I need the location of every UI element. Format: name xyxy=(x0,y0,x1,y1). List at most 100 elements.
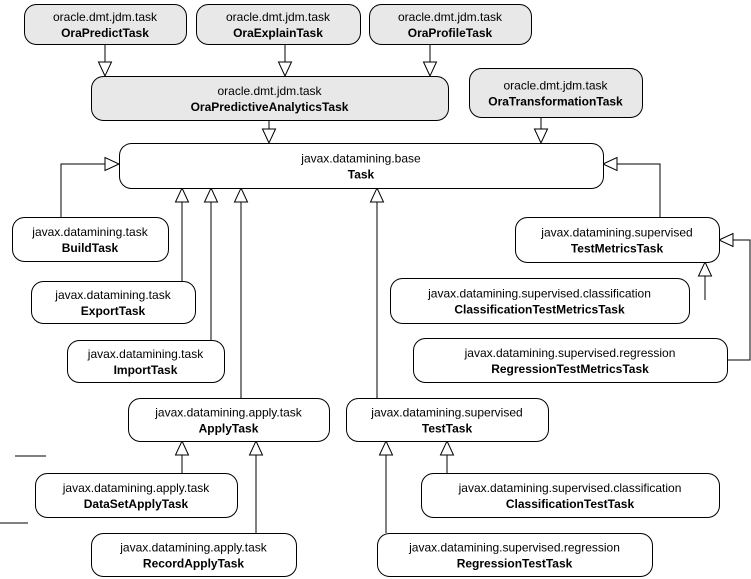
inheritance-edge xyxy=(248,439,264,533)
inheritance-edge xyxy=(378,439,394,533)
inheritance-edge xyxy=(261,120,277,145)
generalization-arrowhead xyxy=(248,439,264,456)
class-name-label: OraPredictiveAnalyticsTask xyxy=(191,100,349,114)
class-box xyxy=(24,4,187,45)
class-name-label: ExportTask xyxy=(81,304,146,318)
inheritance-edge xyxy=(174,186,190,281)
generalization-arrowhead xyxy=(277,61,293,78)
package-label: javax.datamining.apply.task xyxy=(154,406,303,420)
edge-line xyxy=(603,163,661,217)
class-name-label: RegressionTestTask xyxy=(457,557,573,571)
class-box xyxy=(421,473,720,518)
generalization-arrowhead xyxy=(439,439,455,456)
class-name-label: OraProfileTask xyxy=(408,26,493,40)
package-label: oracle.dmt.jdm.task xyxy=(398,10,503,24)
class-nodes: oracle.dmt.jdm.taskOraPredictTaskoracle.… xyxy=(12,4,728,577)
package-label: javax.datamining.task xyxy=(54,288,171,302)
class-node: javax.datamining.supervisedTestMetricsTa… xyxy=(515,217,720,263)
package-label: oracle.dmt.jdm.task xyxy=(53,10,158,24)
package-label: javax.datamining.supervised.regression xyxy=(408,541,620,555)
class-name-label: OraTransformationTask xyxy=(488,95,623,109)
class-name-label: OraPredictTask xyxy=(61,26,149,40)
class-name-label: BuildTask xyxy=(62,241,119,255)
package-label: javax.datamining.apply.task xyxy=(119,541,268,555)
class-box xyxy=(196,4,361,45)
class-name-label: TestMetricsTask xyxy=(571,242,664,256)
inheritance-edge xyxy=(233,186,249,398)
class-box xyxy=(413,338,728,383)
class-node: javax.datamining.apply.taskRecordApplyTa… xyxy=(91,533,297,577)
generalization-arrowhead xyxy=(97,61,113,78)
edge-line xyxy=(60,163,119,217)
generalization-arrowhead xyxy=(369,186,385,203)
edge-line xyxy=(719,239,751,361)
package-label: javax.datamining.supervised.classificati… xyxy=(458,481,682,495)
inheritance-edge xyxy=(97,44,113,78)
class-box xyxy=(119,143,604,189)
class-name-label: ClassificationTestTask xyxy=(506,497,635,511)
class-name-label: OraExplainTask xyxy=(233,26,323,40)
generalization-arrowhead xyxy=(717,232,734,248)
generalization-arrowhead xyxy=(697,260,713,277)
class-node: javax.datamining.supervised.regressionRe… xyxy=(377,533,653,577)
class-box xyxy=(128,398,330,442)
package-label: javax.datamining.supervised.regression xyxy=(464,346,676,360)
inheritance-edge xyxy=(717,232,751,361)
generalization-arrowhead xyxy=(261,128,277,145)
class-box xyxy=(515,217,720,263)
class-node: oracle.dmt.jdm.taskOraPredictiveAnalytic… xyxy=(91,76,449,121)
generalization-arrowhead xyxy=(378,439,394,456)
inheritance-edge xyxy=(277,44,293,78)
class-node: javax.datamining.supervised.classificati… xyxy=(390,278,690,324)
class-node: javax.datamining.supervised.classificati… xyxy=(421,473,720,518)
class-name-label: RegressionTestMetricsTask xyxy=(491,362,649,376)
package-label: javax.datamining.task xyxy=(87,347,204,361)
class-box xyxy=(91,533,297,577)
inheritance-edge xyxy=(369,186,385,398)
stray-marks xyxy=(0,455,46,524)
inheritance-edge xyxy=(422,44,438,78)
class-name-label: ClassificationTestMetricsTask xyxy=(454,303,625,317)
package-label: javax.datamining.supervised xyxy=(540,226,692,240)
class-box xyxy=(67,340,225,383)
class-box xyxy=(369,4,532,45)
inheritance-edge xyxy=(439,439,455,473)
class-name-label: ImportTask xyxy=(114,363,178,377)
generalization-arrowhead xyxy=(422,61,438,78)
inheritance-edge xyxy=(203,186,219,340)
inheritance-edge xyxy=(533,117,549,145)
generalization-arrowhead xyxy=(174,439,190,456)
package-label: javax.datamining.supervised.classificati… xyxy=(427,287,651,301)
package-label: javax.datamining.apply.task xyxy=(62,481,211,495)
package-label: oracle.dmt.jdm.task xyxy=(503,79,608,93)
class-box xyxy=(12,217,169,262)
class-name-label: Task xyxy=(348,168,375,182)
package-label: oracle.dmt.jdm.task xyxy=(217,84,322,98)
class-name-label: ApplyTask xyxy=(199,422,259,436)
class-box xyxy=(390,278,690,324)
inheritance-edge xyxy=(174,439,190,473)
class-box xyxy=(346,398,549,442)
class-node: javax.datamining.apply.taskDataSetApplyT… xyxy=(35,473,238,518)
package-label: javax.datamining.base xyxy=(300,152,421,166)
class-box xyxy=(31,281,196,324)
inheritance-edge xyxy=(697,260,713,300)
inheritance-edges xyxy=(60,44,751,533)
class-name-label: TestTask xyxy=(422,422,473,436)
class-box xyxy=(91,76,449,121)
inheritance-edge xyxy=(601,156,661,217)
generalization-arrowhead xyxy=(104,156,121,172)
class-box xyxy=(469,68,643,118)
generalization-arrowhead xyxy=(203,186,219,203)
package-label: oracle.dmt.jdm.task xyxy=(226,10,331,24)
